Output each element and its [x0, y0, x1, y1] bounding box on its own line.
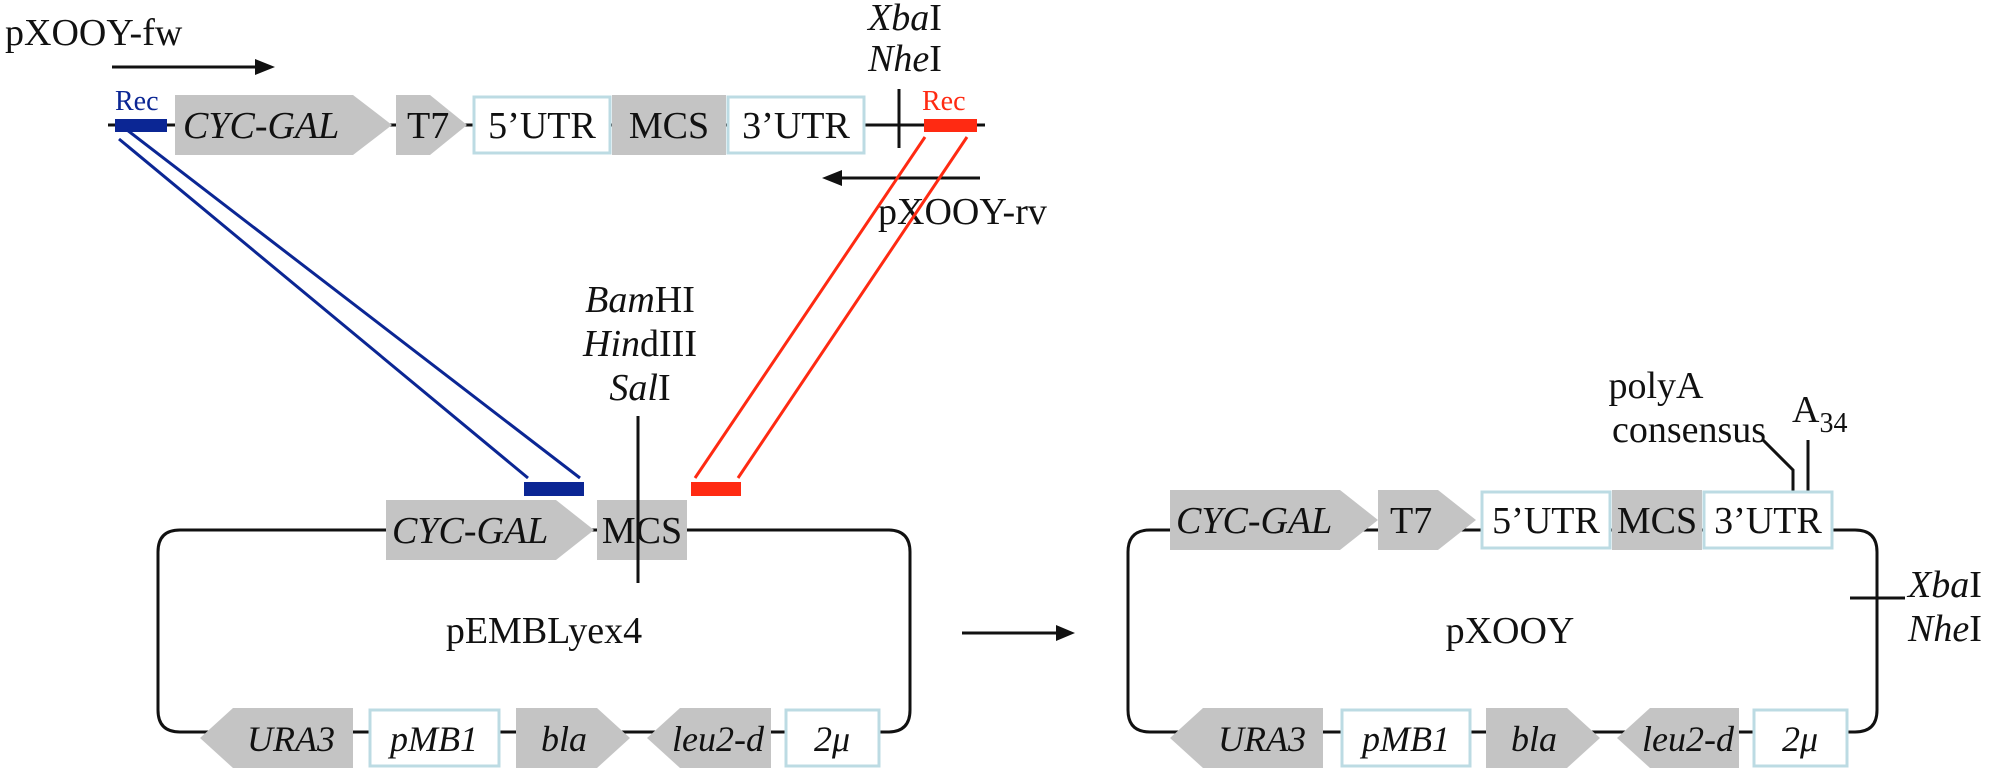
- product-pmb1-box: [1340, 708, 1472, 768]
- rec-right-label: Rec: [922, 86, 966, 117]
- product-bla-arrow: [1486, 708, 1600, 768]
- vector-leu2d-arrow: [647, 708, 771, 768]
- primer-reverse-arrowhead: [822, 170, 842, 186]
- primer-reverse-label: pXOOY-rv: [878, 191, 1047, 233]
- vector-pmb1-label: pMB1: [387, 719, 478, 759]
- vector-mcs-label: MCS: [602, 510, 682, 552]
- product-site-xba: XbaI: [1906, 564, 1982, 606]
- vector-plasmid-loop: [156, 528, 912, 734]
- vector-pmb1-box: [368, 708, 501, 768]
- insert-t7-label: T7: [407, 105, 449, 147]
- vector-bla-label: bla: [541, 719, 587, 759]
- insert-cycgal-arrow: [175, 95, 392, 155]
- pcr-insert: pXOOY-fw Rec CYC-GAL T7 5’UTR MCS 3’UTR …: [5, 0, 1047, 233]
- rec-left-label: Rec: [115, 86, 159, 117]
- insert-3utr-label: 3’UTR: [742, 105, 850, 147]
- vector-site-sali: SalI: [609, 367, 670, 409]
- primer-forward-arrowhead: [255, 59, 275, 75]
- product-pmb1-label: pMB1: [1359, 719, 1450, 759]
- product-bla-label: bla: [1511, 719, 1557, 759]
- rec-left-bar: [115, 119, 167, 132]
- recombination-lines: [118, 128, 969, 480]
- product-polya-line2: consensus: [1612, 409, 1766, 451]
- product-mcs-label: MCS: [1617, 500, 1697, 542]
- vector-rec-right-bar: [691, 482, 741, 496]
- product-name: pXOOY: [1446, 610, 1575, 652]
- product-2mu-box: [1752, 708, 1849, 768]
- transition-arrowhead: [1056, 625, 1075, 641]
- rec-right-bar: [924, 119, 977, 132]
- insert-3utr-box: [726, 95, 866, 155]
- product-site-nhe: NheI: [1907, 608, 1982, 650]
- rec-right-line-1: [693, 136, 927, 479]
- product-3utr-label: 3’UTR: [1714, 500, 1822, 542]
- product-t7-arrow: [1378, 490, 1476, 550]
- product-polya-line1: polyA: [1609, 365, 1705, 407]
- insert-5utr-box: [472, 95, 612, 155]
- product-5utr-box: [1480, 490, 1612, 550]
- product-2mu-label: 2μ: [1782, 719, 1818, 759]
- product-leu2d-label: leu2-d: [1642, 719, 1735, 759]
- vector-cycgal-arrow: [386, 500, 594, 560]
- product-ura3-label: URA3: [1218, 719, 1306, 759]
- insert-mcs-label: MCS: [629, 105, 709, 147]
- vector-site-hindiii: HindIII: [582, 323, 697, 365]
- vector-pemblyex4: BamHI HindIII SalI CYC-GAL MCS pEMBLyex4…: [156, 279, 912, 768]
- product-a34-label: A34: [1792, 389, 1847, 439]
- rec-left-line-1: [118, 137, 529, 480]
- insert-5utr-label: 5’UTR: [488, 105, 596, 147]
- vector-rec-left-bar: [524, 482, 584, 496]
- insert-t7-arrow: [396, 95, 467, 155]
- rec-left-line-2: [126, 128, 581, 480]
- vector-ura3-label: URA3: [247, 719, 335, 759]
- product-polya-connector: [1761, 438, 1795, 497]
- product-5utr-label: 5’UTR: [1492, 500, 1600, 542]
- vector-mcs-box: [597, 500, 687, 560]
- product-cycgal-label: CYC-GAL: [1176, 500, 1332, 542]
- vector-cycgal-label: CYC-GAL: [392, 510, 548, 552]
- vector-2mu-box: [784, 708, 881, 768]
- product-3utr-box: [1702, 490, 1834, 550]
- vector-site-bamhi: BamHI: [585, 279, 695, 321]
- product-ura3-arrow: [1170, 708, 1323, 768]
- product-cycgal-arrow: [1170, 490, 1378, 550]
- insert-cycgal-label: CYC-GAL: [183, 105, 339, 147]
- product-mcs-box: [1612, 490, 1702, 550]
- transition-arrow: [962, 625, 1075, 641]
- product-plasmid-loop: [1126, 528, 1879, 734]
- vector-leu2d-label: leu2-d: [672, 719, 765, 759]
- vector-ura3-arrow: [200, 708, 353, 768]
- product-t7-label: T7: [1390, 500, 1432, 542]
- insert-site-xba: XbaI: [866, 0, 942, 39]
- primer-forward-label: pXOOY-fw: [5, 12, 183, 54]
- product-pxooy: polyA consensus A34 CYC-GAL T7 5’UTR MCS…: [1126, 365, 1982, 768]
- insert-site-nhe: NheI: [867, 38, 942, 80]
- product-leu2d-arrow: [1617, 708, 1739, 768]
- vector-name: pEMBLyex4: [446, 610, 642, 652]
- vector-bla-arrow: [516, 708, 630, 768]
- vector-2mu-label: 2μ: [814, 719, 850, 759]
- insert-mcs-box: [612, 95, 726, 155]
- rec-right-line-2: [736, 136, 969, 479]
